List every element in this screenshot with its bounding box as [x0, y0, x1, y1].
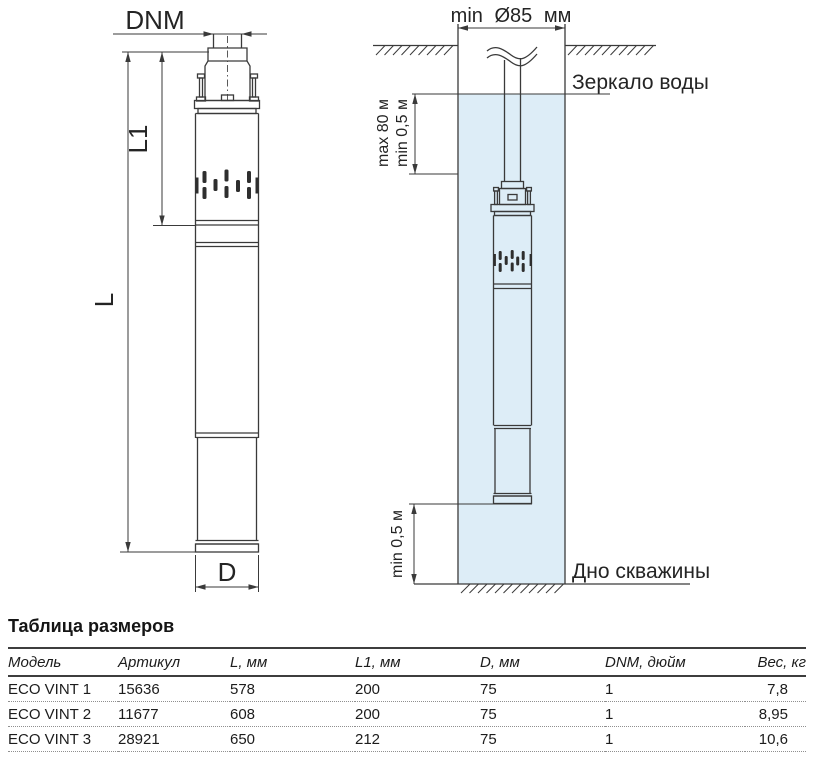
cell-l: 608 — [230, 701, 355, 727]
pump-outline-small — [490, 180, 535, 505]
cell-weight: 8,95 — [745, 701, 806, 727]
d-dimension-label: D — [218, 557, 237, 587]
size-table-header-row: Модель Артикул L, мм L1, мм D, мм DNM, д… — [8, 647, 806, 677]
cell-l1: 200 — [355, 676, 480, 702]
col-header-model: Модель — [8, 647, 118, 677]
col-header-article: Артикул — [118, 647, 230, 677]
size-table: Модель Артикул L, мм L1, мм D, мм DNM, д… — [8, 647, 806, 752]
ground-surface — [373, 44, 656, 56]
cell-l: 650 — [230, 726, 355, 752]
cell-l: 578 — [230, 676, 355, 702]
table-row: ECO VINT 2 11677 608 200 75 1 8,95 — [8, 701, 806, 727]
suction-slots-small — [493, 250, 532, 272]
well-bottom-label: Дно скважины — [572, 560, 710, 583]
pump-dimension-drawing: DNM L L1 D — [89, 5, 267, 592]
immersion-dimension: max 80 м min 0,5 м — [375, 94, 458, 175]
cell-d: 75 — [480, 726, 605, 752]
cell-model: ECO VINT 3 — [8, 726, 118, 752]
col-header-l: L, мм — [230, 647, 355, 677]
cell-dnm: 1 — [605, 701, 745, 727]
size-table-title: Таблица размеров — [8, 616, 175, 636]
bottom-clearance-dimension: min 0,5 м — [389, 503, 532, 584]
dnm-dimension-label: DNM — [125, 5, 184, 35]
table-row: ECO VINT 3 28921 650 212 75 1 10,6 — [8, 726, 806, 752]
borehole-installation-drawing: min Ø85 мм Зеркало воды — [373, 5, 710, 594]
cell-model: ECO VINT 2 — [8, 701, 118, 727]
col-header-weight: Вес, кг — [745, 647, 806, 677]
min-well-diameter-label: min Ø85 мм — [451, 5, 572, 27]
cell-d: 75 — [480, 701, 605, 727]
cell-weight: 10,6 — [745, 726, 806, 752]
table-row: ECO VINT 1 15636 578 200 75 1 7,8 — [8, 676, 806, 702]
max-immersion-label: max 80 м — [375, 99, 392, 167]
cell-d: 75 — [480, 676, 605, 702]
cell-l1: 212 — [355, 726, 480, 752]
suction-slots-large — [195, 169, 259, 199]
cell-model: ECO VINT 1 — [8, 676, 118, 702]
l-dimension-label: L — [89, 293, 119, 307]
col-header-d: D, мм — [480, 647, 605, 677]
min-bottom-clearance-label: min 0,5 м — [389, 510, 406, 578]
well-bottom: Дно скважины — [414, 560, 710, 594]
cell-weight: 7,8 — [745, 676, 806, 702]
cell-article: 11677 — [118, 701, 230, 727]
cell-article: 15636 — [118, 676, 230, 702]
cell-dnm: 1 — [605, 726, 745, 752]
cell-article: 28921 — [118, 726, 230, 752]
cell-l1: 200 — [355, 701, 480, 727]
col-header-dnm: DNM, дюйм — [605, 647, 745, 677]
water-surface-label: Зеркало воды — [572, 71, 709, 94]
pump-outline-large — [193, 34, 261, 553]
min-immersion-label: min 0,5 м — [394, 99, 411, 167]
pump-diagrams: DNM L L1 D — [89, 5, 710, 594]
cell-dnm: 1 — [605, 676, 745, 702]
col-header-l1: L1, мм — [355, 647, 480, 677]
riser-pipe — [486, 46, 538, 182]
l1-dimension-label: L1 — [123, 125, 153, 154]
water-column — [458, 93, 565, 584]
